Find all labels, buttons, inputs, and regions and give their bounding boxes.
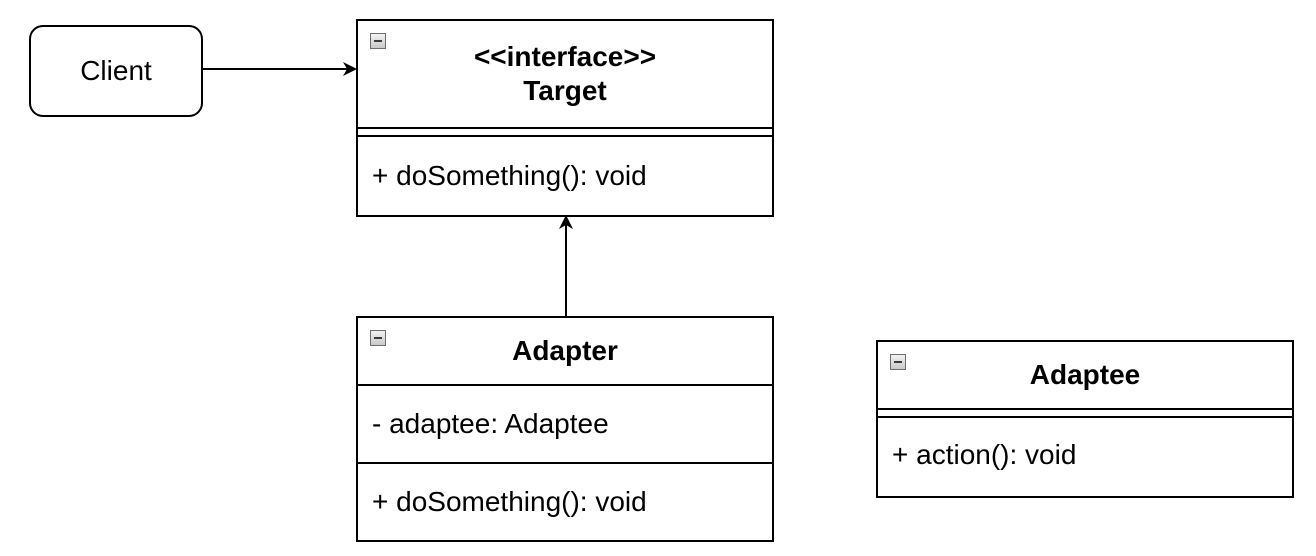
client-node[interactable]: Client [29,25,203,117]
target-class[interactable]: <<interface>> Target + doSomething(): vo… [356,19,774,217]
adapter-header: Adapter [358,318,772,384]
client-label: Client [80,55,152,86]
target-name: Target [523,75,607,106]
adapter-class[interactable]: Adapter - adaptee: Adaptee + doSomething… [356,316,774,542]
adapter-name: Adapter [512,335,618,366]
adaptee-name: Adaptee [1029,359,1141,390]
collapse-minus-icon[interactable] [370,330,386,346]
adaptee-separator [878,408,1292,418]
adaptee-header: Adaptee [878,342,1292,408]
target-stereotype: <<interface>> [473,41,657,72]
adaptee-class[interactable]: Adaptee + action(): void [876,340,1294,498]
target-separator [358,127,772,137]
adaptee-operation: + action(): void [892,439,1077,470]
collapse-minus-icon[interactable] [370,33,386,49]
adapter-operation: + doSomething(): void [372,486,647,517]
collapse-minus-icon[interactable] [890,354,906,370]
adapter-separator-1 [358,384,772,386]
adapter-separator-2 [358,462,772,464]
adapter-attribute: - adaptee: Adaptee [372,408,609,439]
target-header: <<interface>> Target [358,21,772,127]
target-operation: + doSomething(): void [372,160,647,191]
